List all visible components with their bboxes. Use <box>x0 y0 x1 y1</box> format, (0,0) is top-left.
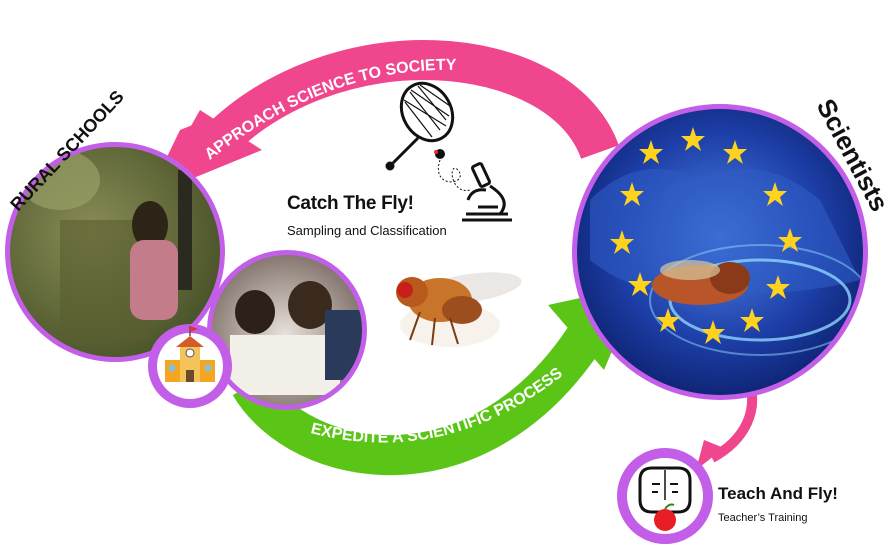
rural-schools-photo <box>5 142 225 362</box>
classroom-photo <box>207 250 367 410</box>
microscope-icon <box>462 162 512 222</box>
fly-icon <box>434 149 471 191</box>
scientists-eu-photo <box>572 104 868 400</box>
butterfly-net-icon <box>385 81 455 171</box>
fly-photo <box>396 272 522 347</box>
teach-and-fly-subtitle: Teacher’s Training <box>718 512 808 524</box>
teach-and-fly-title: Teach And Fly! <box>718 484 838 503</box>
approach-science-arrow: APPROACH SCIENCE TO SOCIETY <box>150 40 619 195</box>
catch-the-fly-title: Catch The Fly! <box>287 193 414 214</box>
catch-the-fly-subtitle: Sampling and Classification <box>287 223 447 238</box>
school-building-icon <box>148 324 232 408</box>
teacher-head-apple-icon <box>617 448 713 544</box>
eu-stars-icon <box>610 127 802 344</box>
